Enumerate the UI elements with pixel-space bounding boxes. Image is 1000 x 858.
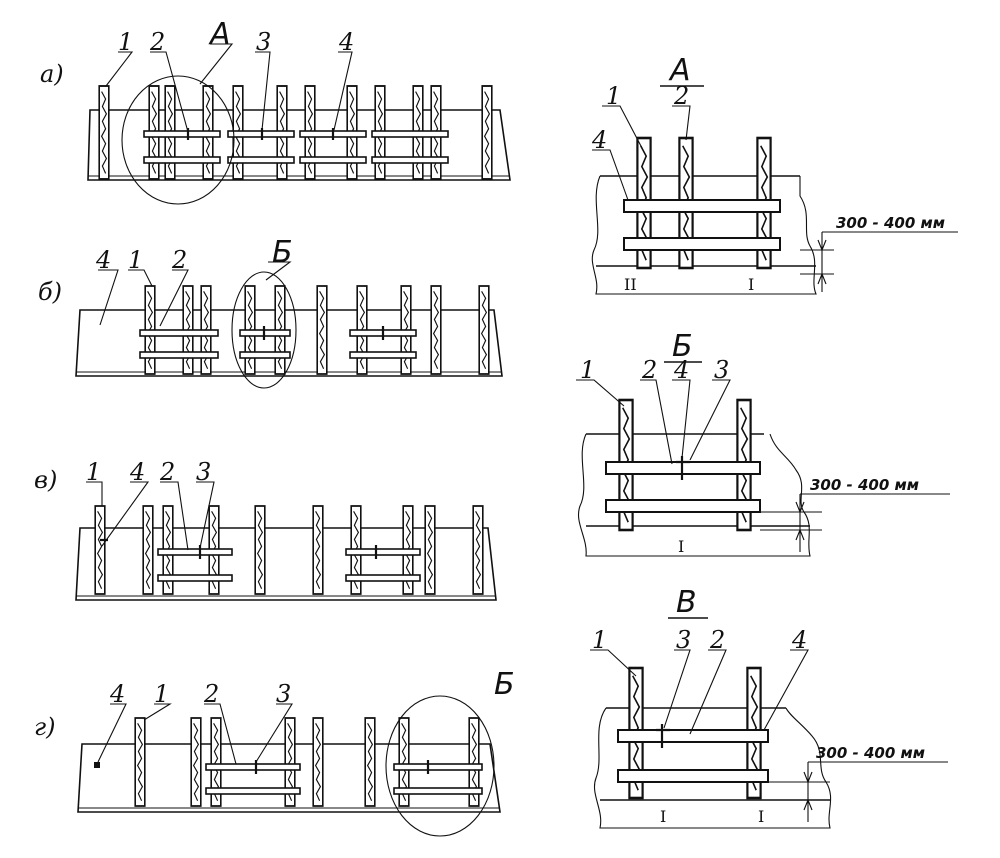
post xyxy=(481,85,493,180)
label-2: 2 xyxy=(171,246,187,274)
label-2: 2 xyxy=(673,82,689,110)
label-2: 2 xyxy=(159,458,175,486)
label-3: 3 xyxy=(714,356,729,384)
dimension-label: 300 - 400 мм xyxy=(810,476,919,494)
label-1: 1 xyxy=(580,356,595,384)
label-2: 2 xyxy=(709,626,725,654)
label-1: 1 xyxy=(128,246,143,274)
detail-v: В 1 3 2 4 I I 300 - 400 мм xyxy=(590,585,948,829)
panel-v: в) 1 4 2 3 xyxy=(34,458,497,601)
callout-label-b: Б xyxy=(494,667,515,702)
label-4: 4 xyxy=(673,356,689,384)
posts-v xyxy=(94,505,484,595)
label-2: 2 xyxy=(641,356,657,384)
panel-label-a: а) xyxy=(40,60,64,88)
struts-g xyxy=(205,760,483,795)
detail-title-a: А xyxy=(668,53,691,88)
struts-v xyxy=(100,538,421,582)
detail-title-v: В xyxy=(676,585,697,620)
callout-circle-b xyxy=(231,271,297,389)
dimension-v: 300 - 400 мм xyxy=(768,744,948,822)
label-1: 1 xyxy=(118,28,133,56)
post xyxy=(142,505,154,595)
label-1: 1 xyxy=(154,680,169,708)
dimension-b: 300 - 400 мм xyxy=(760,476,950,552)
label-4: 4 xyxy=(95,246,111,274)
post xyxy=(94,505,106,595)
post xyxy=(134,717,146,807)
post xyxy=(190,717,202,807)
post xyxy=(312,717,324,807)
detail-title-b: Б xyxy=(672,329,693,364)
dimension-label: 300 - 400 мм xyxy=(836,214,945,232)
label-1: 1 xyxy=(606,82,621,110)
label-3: 3 xyxy=(676,626,691,654)
panel-g: г) 4 1 2 3 xyxy=(34,667,515,837)
post xyxy=(472,505,484,595)
detail-b: Б 1 2 4 3 I 300 - 400 мм xyxy=(576,329,950,557)
label-2: 2 xyxy=(203,680,219,708)
dimension-a: 300 - 400 мм xyxy=(800,214,958,292)
callout-circle-a xyxy=(121,75,235,205)
trench-outline-a xyxy=(87,109,511,181)
post xyxy=(424,505,436,595)
label-4: 4 xyxy=(109,680,125,708)
label-2: 2 xyxy=(149,28,165,56)
label-4: 4 xyxy=(591,126,607,154)
roman-label-i: I xyxy=(678,537,684,556)
trench-outline-g xyxy=(77,743,501,813)
marker xyxy=(94,762,100,768)
label-4: 4 xyxy=(338,28,354,56)
leaders-g xyxy=(97,703,293,765)
leaders-a xyxy=(105,43,353,133)
label-3: 3 xyxy=(256,28,271,56)
roman-label-i: I xyxy=(660,807,666,826)
panel-label-b: б) xyxy=(38,278,62,306)
post xyxy=(98,85,110,180)
struts-a xyxy=(143,128,449,164)
panel-label-v: в) xyxy=(34,466,57,494)
panel-b: б) 4 xyxy=(38,235,503,389)
leaders-b xyxy=(98,261,292,327)
panel-a: а) xyxy=(40,17,511,205)
callout-circle-v xyxy=(385,695,495,837)
label-3: 3 xyxy=(196,458,211,486)
post xyxy=(478,285,490,375)
trench-outline-b xyxy=(75,309,503,377)
label-3: 3 xyxy=(276,680,291,708)
dimension-label: 300 - 400 мм xyxy=(816,744,925,762)
post xyxy=(316,285,328,375)
roman-label-i: I xyxy=(758,807,764,826)
callout-label-a: А xyxy=(208,17,231,52)
post xyxy=(430,285,442,375)
label-4: 4 xyxy=(791,626,807,654)
detail-a: А 1 4 2 II I 300 - 400 мм xyxy=(591,53,958,295)
panel-label-g: г) xyxy=(34,713,56,741)
struts-b xyxy=(139,326,417,359)
post xyxy=(254,505,266,595)
label-1: 1 xyxy=(592,626,607,654)
post xyxy=(364,717,376,807)
callout-label-b: Б xyxy=(272,235,293,270)
roman-label-ii: II xyxy=(624,275,637,294)
label-4: 4 xyxy=(129,458,145,486)
leaders-v xyxy=(86,481,215,551)
roman-label-i: I xyxy=(748,275,754,294)
post xyxy=(312,505,324,595)
label-1: 1 xyxy=(86,458,101,486)
